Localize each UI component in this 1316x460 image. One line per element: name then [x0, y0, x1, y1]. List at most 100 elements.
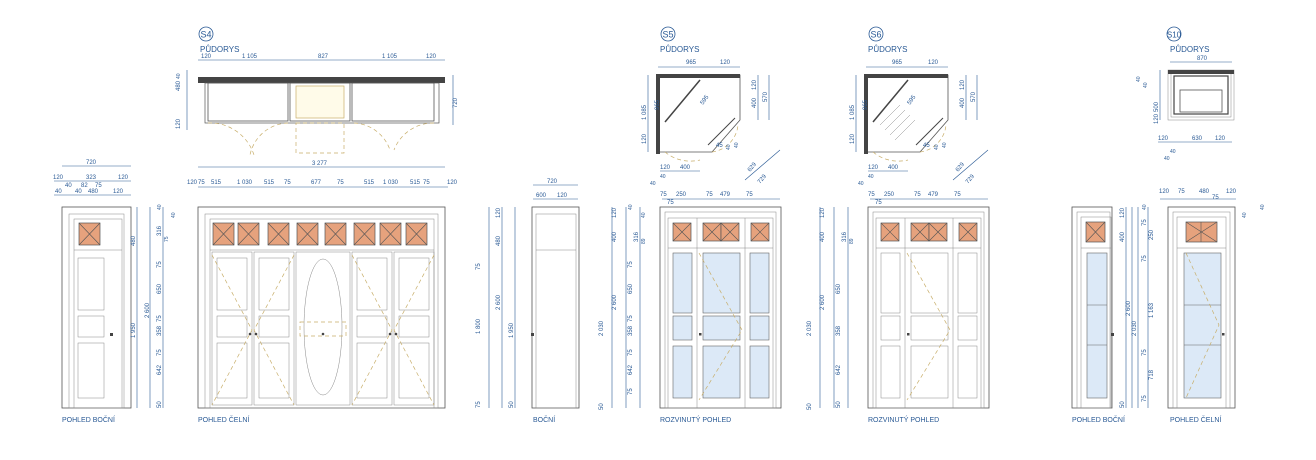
- s6-plan-title: PŮDORYS: [868, 45, 907, 54]
- dimension-label: 120: [868, 165, 879, 171]
- s6-plan: 965 120 595 45 1 085 965 120 400 120 570…: [850, 60, 989, 187]
- dimension-label: 75: [914, 192, 921, 198]
- dimension-label: 358: [157, 325, 163, 336]
- dimension-label: 40: [934, 144, 940, 150]
- dimension-label: 480: [88, 189, 99, 195]
- s5-plan-title: PŮDORYS: [660, 45, 699, 54]
- dimension-label: 1 030: [383, 180, 399, 186]
- dimension-label: 480: [176, 80, 182, 91]
- s4-badge-circle: [198, 26, 214, 42]
- dimension-label: 75: [746, 192, 753, 198]
- dimension-label: 729: [757, 173, 768, 185]
- dimension-label: 3 277: [312, 161, 328, 167]
- dimension-label: 480: [1199, 189, 1210, 195]
- dimension-label: 120: [612, 207, 618, 218]
- s10-plan-title: PŮDORYS: [1170, 45, 1209, 54]
- dimension-label: 75: [628, 261, 634, 268]
- s5-badge: S5: [662, 30, 673, 40]
- s10-side-view: 400 120 50 2 030 POHLED BOČNÍ: [1071, 206, 1139, 424]
- dimension-label: 400: [888, 165, 899, 171]
- dimension-label: 120: [1154, 113, 1160, 124]
- dimension-label: 75: [1142, 395, 1148, 402]
- dimension-label: 650: [157, 283, 163, 294]
- dimension-label: 120: [960, 79, 966, 90]
- dimension-label: 480: [496, 235, 502, 246]
- dimension-label: 40: [641, 212, 647, 218]
- dimension-label: 400: [820, 231, 826, 242]
- dimension-label: 120: [496, 207, 502, 218]
- side-view-1: 720 120 323 120 40 82 75 40 40 480 120 4…: [53, 160, 177, 424]
- dimension-label: 650: [836, 283, 842, 294]
- dimension-label: 515: [211, 180, 222, 186]
- dimension-label: 500: [1154, 101, 1160, 112]
- dimension-label: 75: [284, 180, 291, 186]
- dimension-label: 40: [171, 212, 177, 218]
- dimension-label: 250: [1149, 229, 1155, 240]
- dimension-label: 1 030: [237, 180, 253, 186]
- dimension-label: 40: [1136, 76, 1142, 82]
- dimension-label: 1 085: [642, 104, 648, 120]
- s4-plan: 120 1 105 827 1 105 120 3 277 480 120 40…: [176, 54, 459, 168]
- dimension-label: 40: [628, 204, 634, 210]
- dimension-label: 642: [157, 364, 163, 375]
- dimension-label: 75: [628, 315, 634, 322]
- dimension-label: 45: [923, 143, 930, 149]
- dimension-label: 629: [747, 161, 758, 173]
- dimension-label: 75: [628, 388, 634, 395]
- dimension-label: 595: [907, 94, 918, 106]
- s4-front-view: 120 75 515 1 030 515 75 677 75 515 1 030…: [187, 180, 458, 409]
- dimension-label: 120: [201, 54, 212, 60]
- dimension-label: 400: [1120, 231, 1126, 242]
- dimension-label: 40: [157, 204, 163, 210]
- s10-section: S10 PŮDORYS 870 500 120 40 40 120 630 12…: [1071, 26, 1266, 424]
- dimension-label: 50: [1120, 401, 1126, 408]
- dimension-label: 120: [1226, 189, 1237, 195]
- dimension-label: 358: [628, 325, 634, 336]
- s5-section: S5 PŮDORYS 965 120 595 45 1 085 965 120 …: [599, 26, 782, 424]
- dimension-label: 75: [1142, 219, 1148, 226]
- dimension-label: 40: [660, 174, 666, 180]
- s5-unfold-view: 75 250 75 479 75 75 2 030 50 400: [599, 192, 782, 410]
- s4-side-view: 720 600 120 75 1 800 75 480 120 2 600 1 …: [476, 179, 580, 424]
- dimension-label: 40: [868, 174, 874, 180]
- dimension-label: 250: [884, 192, 895, 198]
- dimension-label: 642: [628, 364, 634, 375]
- dimension-label: 82: [81, 183, 88, 189]
- dimension-label: 479: [720, 192, 731, 198]
- dimension-label: 570: [971, 91, 977, 102]
- dimension-label: 40: [1142, 204, 1148, 210]
- dimension-label: 75: [1142, 349, 1148, 356]
- dimension-label: 40: [1143, 82, 1149, 88]
- label-side-s4: BOČNÍ: [533, 415, 555, 424]
- dimension-label: 120: [176, 118, 182, 129]
- s6-section: S6 PŮDORYS 965 120 595 45 1 085 965 120 …: [807, 26, 990, 424]
- dimension-label: 75: [1142, 255, 1148, 262]
- dimension-label: 120: [1215, 136, 1226, 142]
- dimension-label: 120: [118, 175, 129, 181]
- dimension-label: 965: [655, 99, 661, 110]
- label-front-s10: POHLED ČELNÍ: [1170, 415, 1221, 424]
- dimension-label: 720: [453, 97, 459, 108]
- dimension-label: 642: [836, 364, 842, 375]
- dimension-label: 75: [875, 200, 882, 206]
- dimension-label: 2 030: [599, 320, 605, 336]
- dimension-label: 965: [892, 60, 903, 66]
- s4-section: S4 PŮDORYS 120 1 105 827 1 105 120 3 277…: [176, 26, 459, 424]
- dimension-label: 120: [557, 193, 568, 199]
- dimension-label: 120: [820, 207, 826, 218]
- dimension-label: 2 030: [807, 320, 813, 336]
- dimension-label: 2 600: [612, 294, 618, 310]
- dimension-label: 75: [476, 263, 482, 270]
- dimension-label: 120: [1120, 207, 1126, 218]
- dimension-label: 358: [836, 325, 842, 336]
- dimension-label: 720: [547, 179, 558, 185]
- dimension-label: 75: [157, 315, 163, 322]
- dimension-label: 718: [1149, 369, 1155, 380]
- dimension-label: 40: [726, 144, 732, 150]
- dimension-label: 40: [1242, 212, 1248, 218]
- dimension-label: 479: [928, 192, 939, 198]
- label-side-s10: POHLED BOČNÍ: [1072, 415, 1125, 424]
- dimension-label: 50: [807, 403, 813, 410]
- dimension-label: 2 030: [1132, 320, 1138, 336]
